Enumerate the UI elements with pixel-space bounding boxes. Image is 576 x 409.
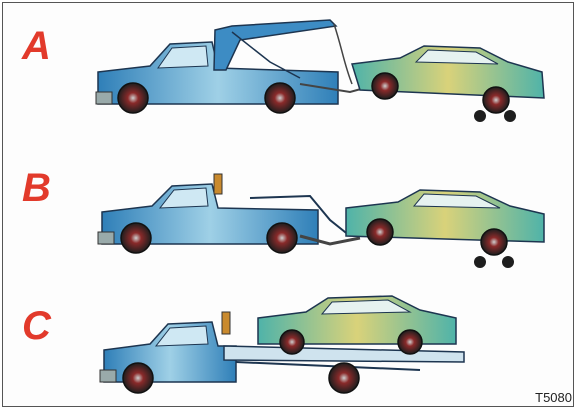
panel-label-c: C xyxy=(22,306,51,346)
panel-c-scene xyxy=(100,296,464,393)
figure-code: T5080 xyxy=(535,390,572,405)
panel-a-towed-car xyxy=(352,46,544,122)
panel-b-towed-car xyxy=(346,190,544,268)
panel-c-carried-car xyxy=(258,296,456,354)
panel-a-scene xyxy=(96,20,544,122)
panel-b-scene xyxy=(98,174,544,268)
panel-label-b: B xyxy=(22,168,51,208)
panel-label-a: A xyxy=(22,26,51,66)
